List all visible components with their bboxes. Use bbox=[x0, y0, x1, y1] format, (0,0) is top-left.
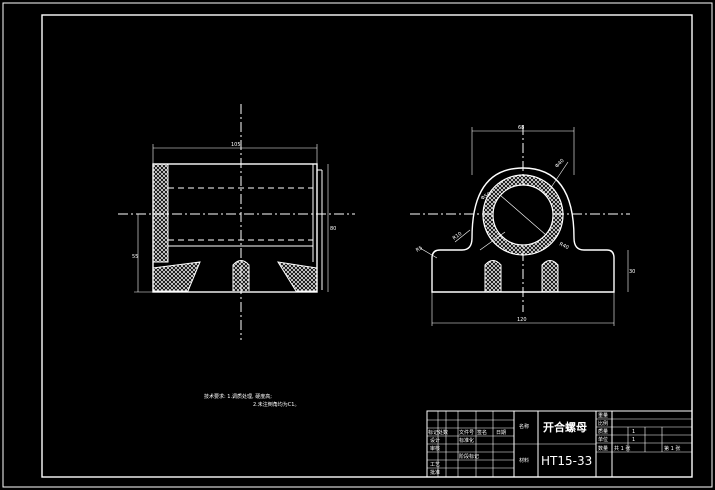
tb-std: 标准化 bbox=[459, 437, 474, 444]
side-height-dim: 30 bbox=[629, 269, 635, 275]
tb-part-name: 开合螺母 bbox=[543, 420, 587, 434]
radius-left-label: R5 bbox=[415, 245, 424, 254]
dia-inner-label: Φ40 bbox=[554, 158, 566, 170]
radius-right-label: R40 bbox=[558, 241, 569, 251]
title-block: 标记处数 文件号 签名 日期 设计 标准化 审核 工艺 阶段标记 批准 名称 材… bbox=[426, 410, 693, 478]
front-view: 105 80 55 bbox=[118, 104, 355, 340]
dia-outer-label: Φ50 bbox=[480, 191, 492, 201]
side-view: 68 120 30 Φ50 Φ40 R5 R10 R40 bbox=[410, 125, 635, 326]
tb-unit: 单位 bbox=[598, 436, 608, 443]
radius-mid-label: R10 bbox=[452, 231, 464, 242]
tb-count: 数量 bbox=[598, 445, 608, 452]
tb-code-label: 材料 bbox=[519, 457, 529, 464]
side-bottom-dim: 120 bbox=[517, 317, 527, 323]
tb-r2: 1 bbox=[632, 437, 635, 443]
note-line-2: 2.未注倒角均为C1。 bbox=[253, 401, 299, 408]
front-height-left-dim: 55 bbox=[132, 254, 138, 260]
tb-approve: 批准 bbox=[430, 469, 440, 476]
tb-stage: 阶段标记 bbox=[459, 453, 479, 460]
technical-notes: 技术要求: 1.调质处理, 硬度高; 2.未注倒角均为C1。 bbox=[204, 393, 299, 408]
tb-sign: 签名 bbox=[477, 429, 487, 436]
tb-scale: 比例 bbox=[598, 420, 608, 427]
tb-date: 日期 bbox=[496, 430, 506, 436]
tb-mark: 标记处数 bbox=[428, 429, 448, 436]
tb-material-label: 名称 bbox=[519, 423, 529, 430]
inner-frame bbox=[41, 14, 693, 478]
tb-r1: 1 bbox=[632, 429, 635, 435]
tb-fileno: 文件号 bbox=[459, 429, 474, 436]
tb-weight: 重量 bbox=[598, 412, 608, 419]
side-top-dim: 68 bbox=[518, 125, 524, 131]
tb-mass: 质量 bbox=[598, 428, 608, 435]
tb-process: 工艺 bbox=[430, 462, 440, 468]
tb-check: 审核 bbox=[430, 445, 440, 452]
tb-sheet-of: 第 1 张 bbox=[664, 445, 680, 452]
front-width-dim: 105 bbox=[231, 142, 241, 148]
tb-drawing-no: HT15-33 bbox=[541, 454, 592, 468]
front-height-right-dim: 80 bbox=[330, 226, 336, 232]
tb-sheet: 共 1 张 bbox=[614, 445, 630, 452]
tb-design: 设计 bbox=[430, 437, 440, 444]
note-line-1: 技术要求: 1.调质处理, 硬度高; bbox=[204, 393, 272, 400]
